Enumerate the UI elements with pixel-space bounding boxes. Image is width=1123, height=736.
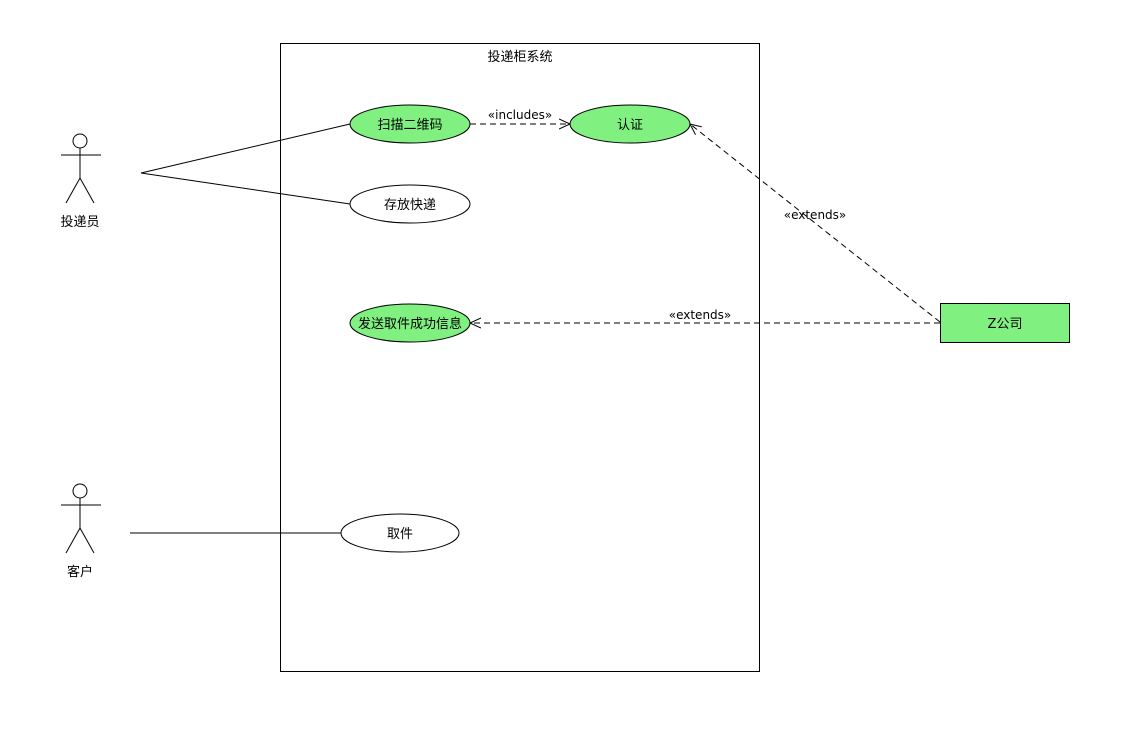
usecase-shape	[349, 104, 471, 144]
actor-left-leg	[65, 527, 81, 554]
actor-left-leg	[65, 177, 81, 204]
usecase-auth[interactable]: 认证	[569, 104, 691, 144]
association-courier-store	[140, 172, 351, 205]
usecase-shape	[349, 184, 471, 224]
usecase-pickup-label: 取件	[387, 527, 413, 542]
association-courier-scan	[140, 123, 351, 174]
actor-right-leg	[79, 527, 95, 554]
external-company-box	[940, 303, 1070, 343]
system-title: 投递柜系统	[487, 49, 552, 65]
includes-label: «includes»	[488, 108, 552, 122]
usecase-auth-label: 认证	[617, 118, 643, 133]
external-company[interactable]: Z公司	[940, 303, 1070, 343]
actor-courier[interactable]: 投递员	[60, 133, 101, 230]
usecase-notify[interactable]: 发送取件成功信息	[349, 303, 471, 343]
actor-head	[72, 483, 88, 499]
extends-label-auth: «extends»	[784, 208, 847, 222]
external-company-label: Z公司	[988, 317, 1023, 332]
actor-courier-label: 投递员	[60, 214, 99, 230]
usecase-shape	[340, 513, 460, 553]
actor-customer[interactable]: 客户	[61, 483, 101, 580]
usecase-pickup[interactable]: 取件	[340, 513, 460, 553]
usecase-shape	[349, 303, 471, 343]
actor-customer-label: 客户	[67, 564, 93, 580]
actor-right-leg	[79, 177, 95, 204]
extends-arrow-auth	[690, 124, 941, 323]
extends-label-notify: «extends»	[669, 308, 732, 322]
actor-head	[72, 133, 88, 149]
usecase-scan-qr-label: 扫描二维码	[377, 118, 442, 133]
usecase-notify-label: 发送取件成功信息	[358, 316, 462, 332]
usecase-store[interactable]: 存放快递	[349, 184, 471, 224]
usecase-scan-qr[interactable]: 扫描二维码	[349, 104, 471, 144]
usecase-shape	[569, 104, 691, 144]
usecase-store-label: 存放快递	[384, 198, 436, 213]
system-boundary	[280, 43, 760, 672]
